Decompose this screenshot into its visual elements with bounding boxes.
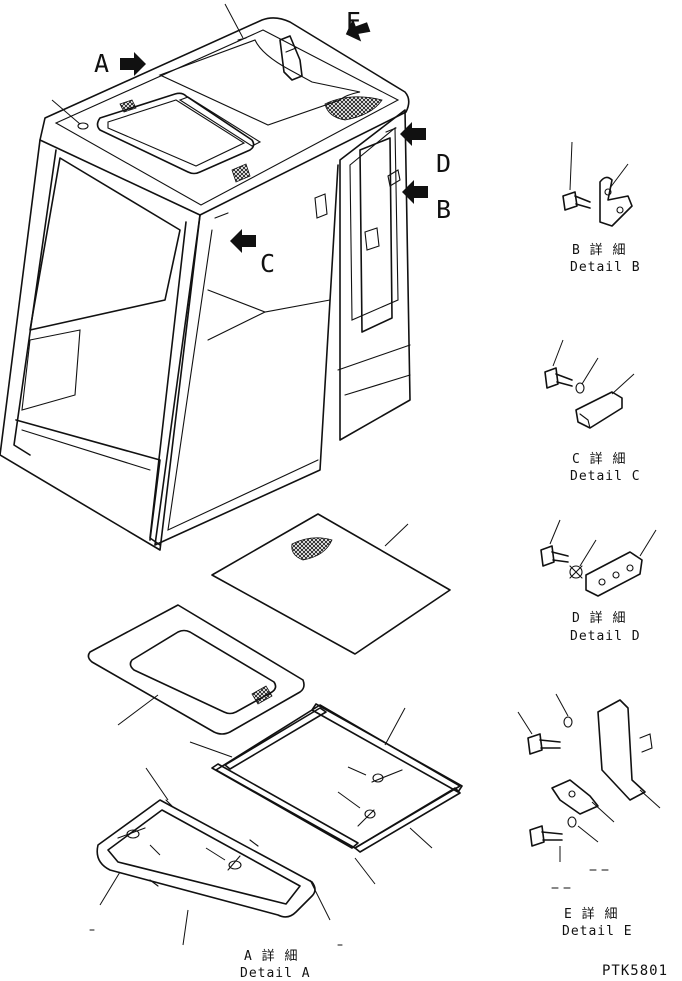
detail-c-en: Detail C [570, 469, 641, 484]
arrow-b-icon [402, 180, 428, 204]
drawing-code: PTK5801 [602, 963, 668, 979]
mesh-sheet [211, 513, 451, 655]
label-view-c: C [260, 249, 275, 278]
detail-d-jp: D 詳 細 [572, 610, 626, 626]
window-panel [87, 604, 305, 735]
label-view-b: B [436, 195, 451, 224]
label-view-d: D [436, 149, 451, 178]
detail-b-en: Detail B [570, 260, 641, 275]
label-view-e: E [346, 7, 361, 36]
upper-tray [189, 703, 463, 885]
detail-a-jp: A 詳 細 [244, 948, 298, 964]
detail-e-jp: E 詳 細 [564, 906, 618, 922]
detail-a-en: Detail A [240, 966, 311, 981]
detail-e-en: Detail E [562, 924, 633, 939]
cab-frame [0, 3, 411, 551]
arrow-a-icon [120, 52, 146, 76]
detail-d-drawing [540, 519, 657, 597]
lower-tray [89, 767, 343, 946]
detail-c-jp: C 詳 細 [572, 451, 626, 467]
label-view-a: A [94, 49, 109, 78]
arrow-c-icon [230, 229, 256, 253]
arrow-e-icon [345, 18, 371, 42]
detail-c-drawing [544, 339, 635, 429]
detail-e-drawing [517, 693, 661, 889]
arrow-d-icon [400, 122, 426, 146]
detail-b-drawing [562, 141, 633, 227]
view-arrows [120, 18, 428, 253]
detail-d-en: Detail D [570, 629, 641, 644]
detail-b-jp: B 詳 細 [572, 242, 626, 258]
